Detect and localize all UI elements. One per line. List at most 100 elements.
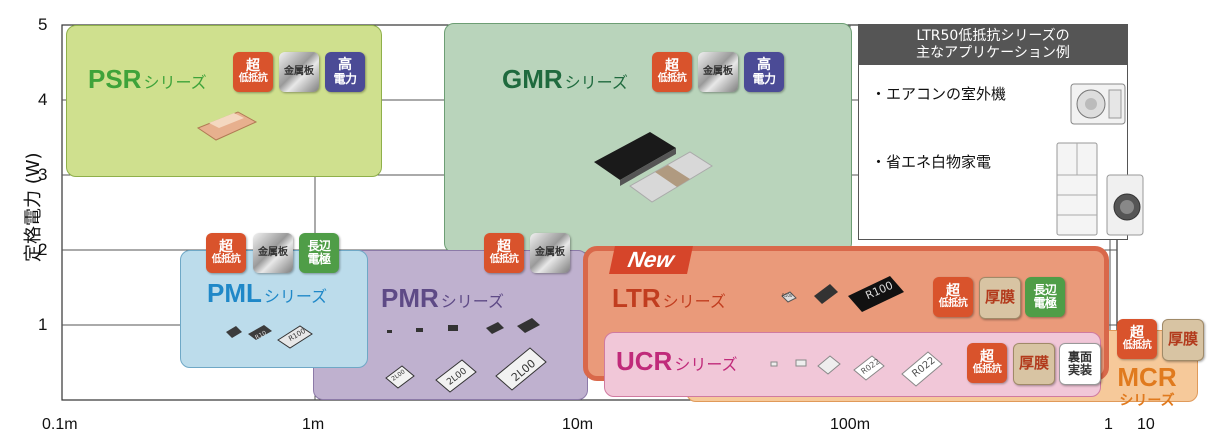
ucr-badge-3a: 裏面 (1067, 350, 1092, 365)
pmr-chip-5-image (517, 318, 540, 333)
pmr-chip-6-image (385, 365, 415, 389)
pmr-suffix: シリーズ (440, 292, 504, 311)
pml-badge-metal-plate: 金属板 (253, 233, 293, 273)
air-conditioner-image (1070, 83, 1126, 125)
ltr-name: LTR (612, 283, 661, 313)
psr-badge-metal-plate: 金属板 (279, 52, 319, 92)
ltr-suffix: シリーズ (662, 292, 726, 311)
y-tick-4: 4 (38, 90, 48, 109)
x-tick-1m: 1m (302, 416, 325, 433)
mcr-badge-thick-film: 厚膜 (1162, 319, 1204, 361)
ucr-suffix: シリーズ (674, 355, 738, 374)
x-tick-10m: 10m (562, 416, 594, 433)
pmr-badge-1a: 超 (497, 239, 511, 256)
psr-name: PSR (88, 64, 142, 94)
pmr-badge-1b: 低抵抗 (489, 254, 519, 266)
psr-badge-3b: 電力 (333, 72, 357, 87)
ucr-chip-5-image (901, 351, 943, 387)
mcr-badge-1a: 超 (1130, 325, 1144, 342)
pml-badge-1b: 低抵抗 (211, 254, 241, 266)
ucr-badge-low-resistance: 超低抵抗 (967, 343, 1007, 383)
x-tick-1: 1 (1104, 416, 1113, 433)
series-label-mcr: MCR シリーズ (1112, 364, 1182, 410)
gmr-badge-high-power: 高電力 (744, 52, 784, 92)
ltr-badge-1b: 低抵抗 (938, 298, 968, 310)
ucr-name: UCR (616, 346, 673, 376)
applications-header: LTR50低抵抗シリーズの 主なアプリケーション例 (859, 25, 1127, 65)
psr-chip-image (196, 111, 258, 141)
ltr-badge-low-resistance: 超低抵抗 (933, 277, 973, 317)
ltr-badge-1a: 超 (946, 283, 960, 300)
pmr-chip-4-image (486, 322, 504, 334)
gmr-suffix: シリーズ (564, 73, 628, 92)
y-tick-2: 2 (38, 240, 48, 259)
ucr-chip-4-image (853, 355, 885, 381)
application-item-ac: ・エアコンの室外機 (871, 85, 1007, 103)
pml-chip-large-image (277, 325, 313, 349)
application-item-appliance: ・省エネ白物家電 (871, 153, 992, 171)
psr-suffix: シリーズ (143, 73, 207, 92)
psr-badge-1b: 低抵抗 (238, 73, 268, 85)
gmr-badge-low-resistance: 超低抵抗 (652, 52, 692, 92)
ucr-badge-thick-film: 厚膜 (1013, 343, 1055, 385)
gmr-badge-3b: 電力 (752, 72, 776, 87)
gmr-chip-black-image (594, 132, 676, 186)
y-tick-5: 5 (38, 15, 48, 34)
ltr-chip-small-image (781, 291, 797, 303)
y-tick-3: 3 (38, 165, 48, 184)
ucr-chip-1-image (770, 361, 778, 367)
pml-name: PML (207, 278, 262, 308)
ltr-chip-large-image (848, 276, 904, 312)
psr-badge-1a: 超 (246, 58, 260, 75)
y-tick-1: 1 (38, 315, 48, 334)
psr-badge-high-power: 高電力 (325, 52, 365, 92)
refrigerator-image (1056, 142, 1098, 236)
gmr-badge-1b: 低抵抗 (657, 73, 687, 85)
pml-badge-3b: 電極 (307, 252, 331, 266)
ucr-chip-2-image (795, 359, 807, 367)
ucr-badge-1b: 低抵抗 (972, 364, 1002, 376)
pml-badge-low-resistance: 超低抵抗 (206, 233, 246, 273)
psr-badge-3a: 高 (338, 57, 352, 74)
pmr-chip-2-image (416, 328, 423, 332)
psr-badge-low-resistance: 超低抵抗 (233, 52, 273, 92)
ucr-badge-back-mount: 裏面実装 (1059, 343, 1101, 385)
pmr-chip-1-image (387, 330, 392, 333)
pml-badge-long-electrode: 長辺電極 (299, 233, 339, 273)
pmr-name: PMR (381, 283, 439, 313)
pmr-badge-low-resistance: 超低抵抗 (484, 233, 524, 273)
mcr-suffix: シリーズ (1119, 393, 1175, 409)
ltr-chip-label-small: R100 (782, 293, 793, 298)
mcr-badge-1b: 低抵抗 (1122, 340, 1152, 352)
gmr-chip-white-image (629, 151, 713, 203)
psr-region (66, 25, 382, 177)
washing-machine-image (1106, 174, 1144, 236)
pmr-chip-3-image (448, 325, 458, 331)
ltr-badge-thick-film: 厚膜 (979, 277, 1021, 319)
gmr-badge-3a: 高 (757, 57, 771, 74)
pml-badge-3a: 長辺 (307, 239, 331, 254)
pml-chip-medium-image (248, 325, 272, 340)
pml-badge-1a: 超 (219, 239, 233, 256)
ltr-badge-long-electrode: 長辺電極 (1025, 277, 1065, 317)
mcr-badge-low-resistance: 超低抵抗 (1117, 319, 1157, 359)
pml-suffix: シリーズ (263, 287, 328, 306)
ltr-badge-3a: 長辺 (1033, 283, 1057, 298)
pmr-chip-8-image (495, 347, 547, 391)
ltr-badge-3b: 電極 (1033, 296, 1057, 310)
pmr-chip-7-image (435, 359, 477, 393)
ucr-chip-3-image (817, 355, 841, 375)
ucr-badge-3b: 実装 (1067, 363, 1092, 377)
pml-chip-small-image (226, 326, 242, 338)
ltr-chip-medium-image (814, 284, 838, 304)
pmr-badge-metal-plate: 金属板 (530, 233, 570, 273)
gmr-name: GMR (502, 64, 563, 94)
ucr-badge-1a: 超 (980, 349, 994, 366)
